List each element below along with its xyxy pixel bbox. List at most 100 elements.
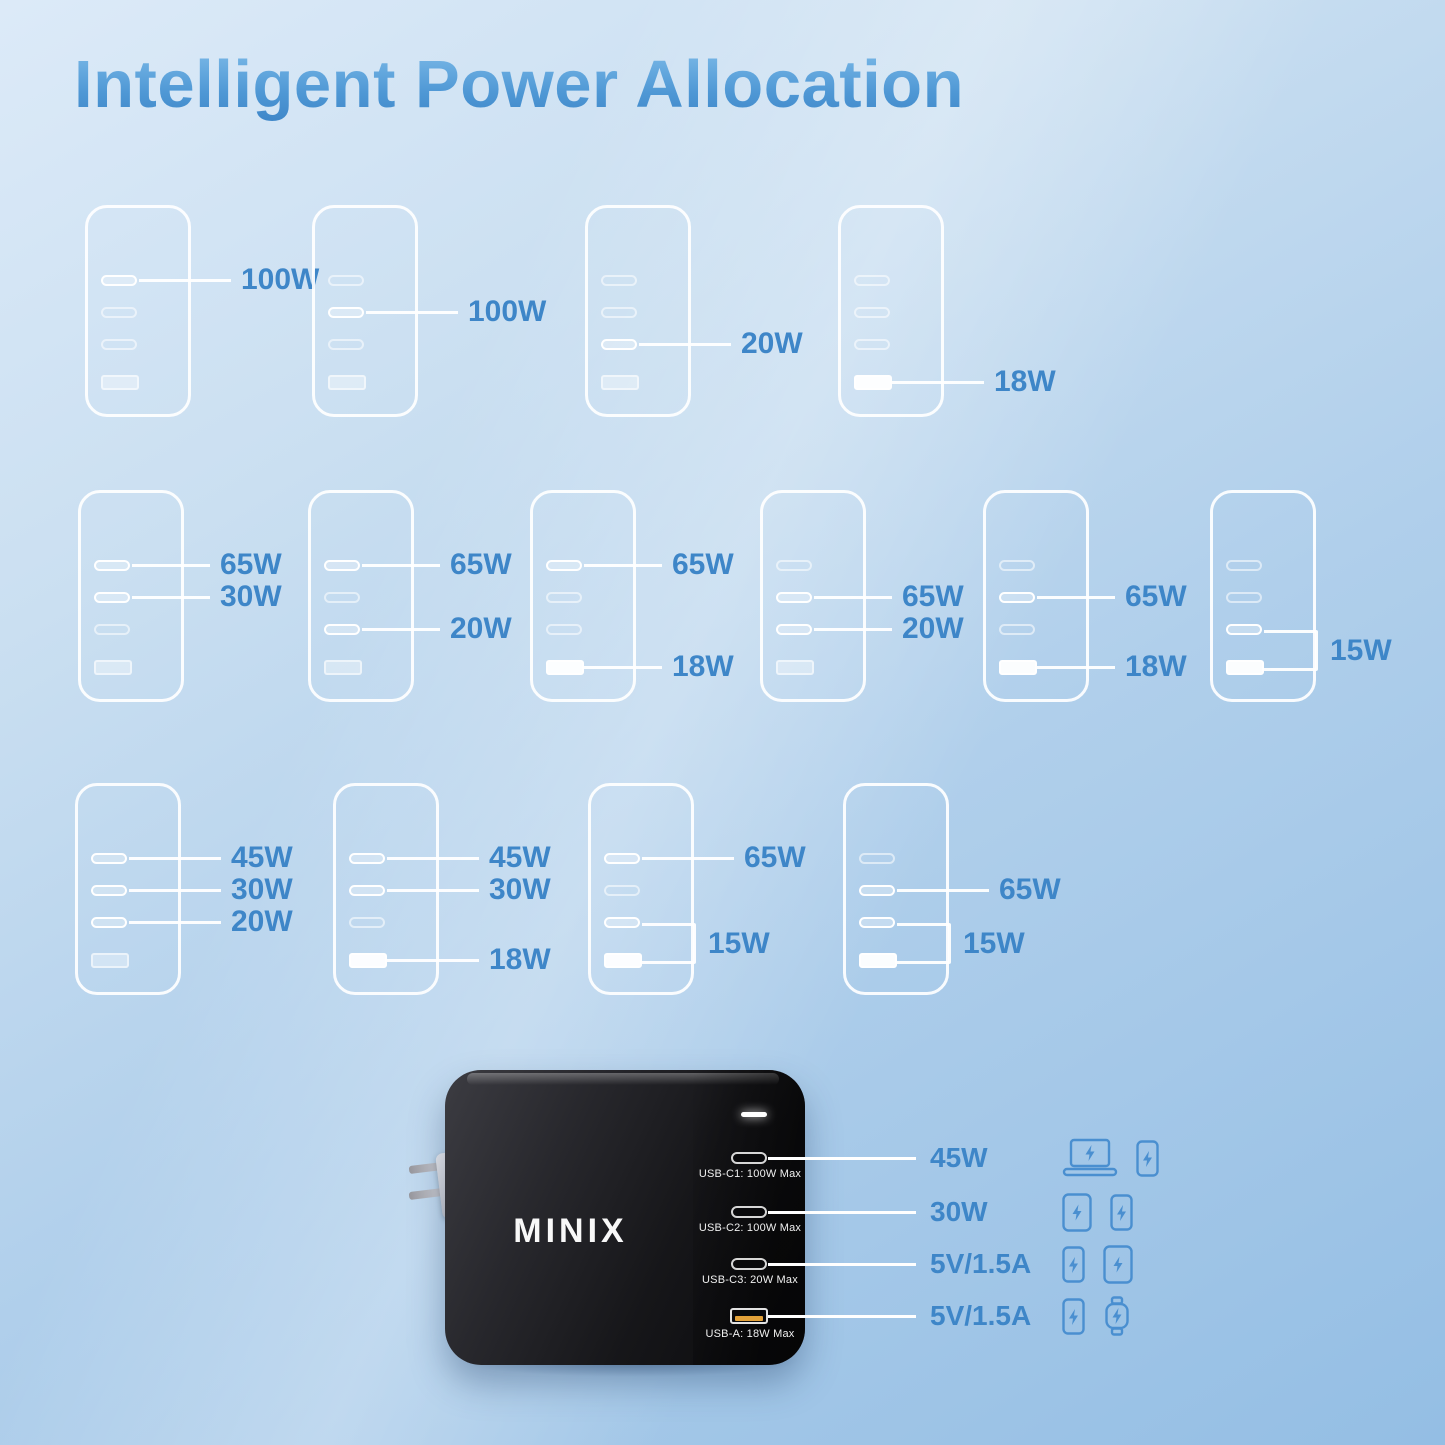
device-icons <box>1062 1296 1131 1336</box>
power-label: 65W <box>999 873 1061 906</box>
usb-c-port <box>1226 592 1262 603</box>
usb-c-port <box>731 1152 767 1164</box>
usb-c-port <box>324 624 360 635</box>
power-label: 20W <box>741 327 803 360</box>
power-label: 65W <box>1125 580 1187 613</box>
power-label: 65W <box>450 548 512 581</box>
power-callouts: 45W 30W 5V/1.5A 5V/1.5A <box>0 1040 1445 1445</box>
charger-outline <box>308 490 414 702</box>
power-label: 20W <box>902 612 964 645</box>
usb-a-port <box>349 953 387 968</box>
phone-icon <box>1062 1245 1085 1283</box>
usb-c-port <box>731 1206 767 1218</box>
usb-c-port <box>546 624 582 635</box>
usb-a-port <box>854 375 892 390</box>
device-icons <box>1062 1138 1159 1178</box>
power-label: 65W <box>744 841 806 874</box>
callout-line <box>814 628 892 631</box>
phone-icon <box>1110 1193 1133 1231</box>
usb-c-port <box>328 339 364 350</box>
callout-line <box>897 889 989 892</box>
usb-a-port <box>776 660 814 675</box>
usb-c-port <box>854 307 890 318</box>
callout-line <box>1037 596 1115 599</box>
power-callout: 5V/1.5A <box>768 1296 1131 1336</box>
tablet-icon <box>1062 1192 1092 1232</box>
power-callout: 45W <box>768 1138 1159 1178</box>
usb-c-port <box>94 624 130 635</box>
callout-line <box>768 1262 916 1266</box>
usb-c-port <box>859 917 895 928</box>
page-title: Intelligent Power Allocation <box>74 47 965 122</box>
charger-outline <box>85 205 191 417</box>
device-icons <box>1062 1244 1133 1284</box>
power-label: 5V/1.5A <box>930 1300 1032 1331</box>
charger-diagram: 18W <box>838 205 1088 430</box>
callout-line <box>362 564 440 567</box>
led-indicator <box>741 1112 767 1117</box>
power-label: 30W <box>220 580 282 613</box>
callout-line <box>639 343 731 346</box>
callout-line <box>584 564 662 567</box>
power-label: 65W <box>220 548 282 581</box>
power-label: 18W <box>1125 650 1187 683</box>
usb-a-port <box>94 660 132 675</box>
usb-c-port <box>1226 560 1262 571</box>
usb-c-port <box>546 560 582 571</box>
usb-c-port <box>328 275 364 286</box>
usb-c-port <box>776 592 812 603</box>
port-label: USB-C3: 20W Max <box>702 1274 798 1286</box>
callout-line <box>768 1156 916 1160</box>
power-callout: 30W <box>768 1192 1133 1232</box>
phone-icon <box>1136 1139 1159 1177</box>
usb-c-port <box>601 275 637 286</box>
power-label: 5V/1.5A <box>930 1248 1032 1279</box>
usb-c-port <box>999 560 1035 571</box>
callout-line <box>1037 666 1115 669</box>
power-label: 18W <box>672 650 734 683</box>
charger-diagram: 65W 18W <box>530 490 780 715</box>
usb-a-port <box>91 953 129 968</box>
usb-c-port <box>349 853 385 864</box>
usb-c-port <box>601 339 637 350</box>
usb-c-port <box>91 853 127 864</box>
usb-c-port <box>324 592 360 603</box>
usb-c-port <box>604 853 640 864</box>
power-label: 18W <box>994 365 1056 398</box>
charger-diagram: 65W 15W <box>588 783 838 1008</box>
power-label: 15W <box>708 927 770 960</box>
callout-line <box>362 628 440 631</box>
callout-line <box>129 857 221 860</box>
device-icons <box>1062 1192 1133 1232</box>
callout-line <box>139 279 231 282</box>
callout-line <box>387 857 479 860</box>
callout-line <box>387 889 479 892</box>
power-label: 30W <box>489 873 551 906</box>
power-label: 20W <box>231 905 293 938</box>
bracket-line <box>642 923 696 964</box>
usb-a-port <box>101 375 139 390</box>
callout-line <box>642 857 734 860</box>
usb-c-port <box>349 917 385 928</box>
usb-a-port <box>546 660 584 675</box>
laptop-icon <box>1062 1138 1118 1178</box>
power-label: 65W <box>672 548 734 581</box>
power-label: 45W <box>489 841 551 874</box>
usb-c-port <box>349 885 385 896</box>
callout-line <box>768 1314 916 1318</box>
callout-line <box>892 381 984 384</box>
callout-line <box>768 1210 916 1214</box>
usb-c-port <box>731 1258 767 1270</box>
usb-a-port <box>1226 660 1264 675</box>
charger-outline <box>588 783 694 995</box>
usb-c-port <box>1226 624 1262 635</box>
charger-outline <box>530 490 636 702</box>
